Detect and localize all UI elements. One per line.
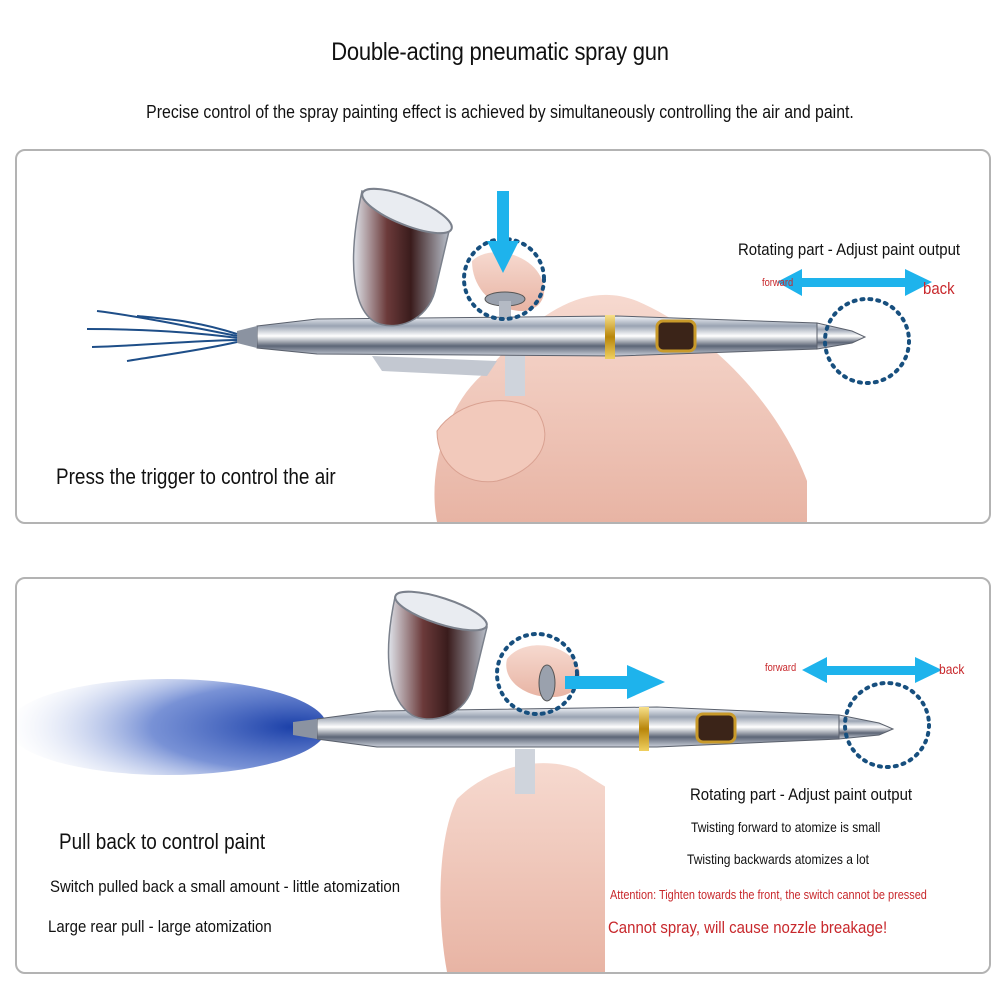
forward-label: forward — [762, 277, 794, 289]
large-pull-note: Large rear pull - large atomization — [48, 917, 272, 936]
spray-lines — [86, 310, 238, 362]
airbrush-illustration-top — [86, 187, 932, 522]
hand-shape — [440, 763, 617, 972]
pull-back-paint-panel: forward back Pull back to control paint … — [15, 577, 991, 974]
twist-backward-note: Twisting backwards atomizes a lot — [687, 851, 870, 867]
trigger-ring — [495, 632, 579, 716]
forward-back-arrow — [802, 657, 942, 683]
rotating-part-ring — [843, 681, 931, 769]
pull-back-arrow — [565, 665, 665, 699]
back-label: back — [923, 279, 955, 298]
small-pull-note: Switch pulled back a small amount - litt… — [50, 877, 401, 896]
warning-note: Cannot spray, will cause nozzle breakage… — [608, 918, 888, 937]
back-label: back — [939, 661, 965, 677]
rotating-part-ring — [823, 297, 911, 385]
trigger-ring — [462, 237, 546, 321]
spray-mist — [17, 679, 327, 775]
forward-back-arrow — [777, 269, 932, 296]
page-subtitle: Precise control of the spray painting ef… — [146, 102, 854, 122]
forward-label: forward — [765, 662, 797, 674]
rotating-part-label: Rotating part - Adjust paint output — [690, 785, 913, 804]
attention-note: Attention: Tighten towards the front, th… — [610, 887, 927, 902]
panel-caption: Pull back to control paint — [59, 829, 266, 854]
trigger-air-panel: Rotating part - Adjust paint output forw… — [15, 149, 991, 524]
down-arrow — [487, 191, 519, 273]
twist-forward-note: Twisting forward to atomize is small — [691, 819, 881, 835]
rotating-part-label: Rotating part - Adjust paint output — [738, 240, 961, 259]
panel-caption: Press the trigger to control the air — [56, 464, 336, 489]
page-title: Double-acting pneumatic spray gun — [331, 38, 669, 66]
airbrush-illustration-bottom — [17, 590, 989, 972]
